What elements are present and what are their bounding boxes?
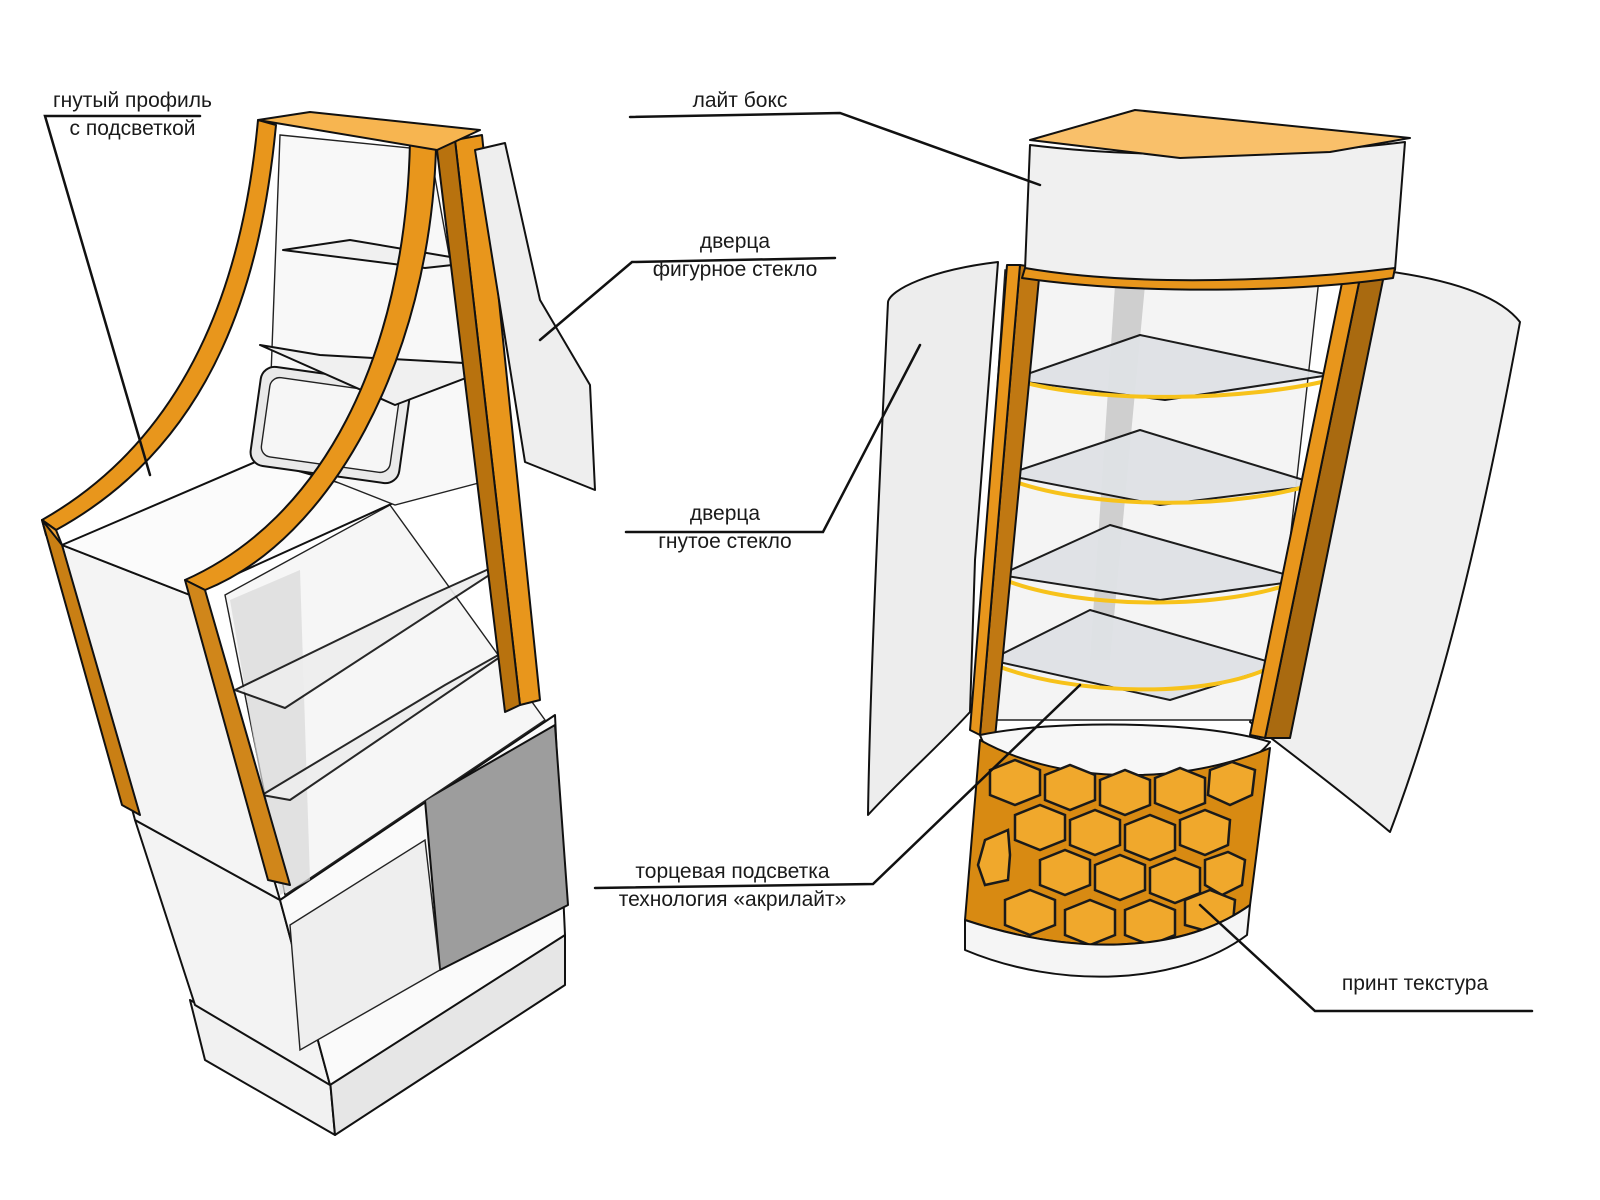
- left-cabinet-top-cap: [257, 111, 481, 151]
- left-cabinet-front-post: [184, 579, 291, 886]
- leader-print-texture: [1198, 903, 1534, 1013]
- label-print-texture: принт текстура: [1330, 970, 1500, 998]
- lightbox-orange-band: [1021, 267, 1396, 291]
- base-plinth: [964, 904, 1251, 978]
- left-cabinet-left-post: [41, 519, 141, 816]
- leader-edge-light: [593, 683, 1082, 890]
- left-cabinet-figured-door: [474, 142, 596, 491]
- right-cabinet: [867, 109, 1521, 978]
- led-strip-4: [994, 663, 1276, 692]
- lightbox-top: [1029, 109, 1411, 159]
- leader-bent-profile: [43, 114, 202, 477]
- label-bent-profile: гнутый профиль с подсветкой: [40, 87, 225, 143]
- leader-lines: [43, 111, 1534, 1013]
- leader-door-bent: [624, 343, 922, 534]
- label-lightbox-line1: лайт бокс: [692, 89, 788, 112]
- label-door-figured-line1: дверца: [699, 230, 771, 253]
- left-cabinet-sliding-door: [424, 724, 569, 971]
- honeycomb-pattern: [976, 758, 1257, 947]
- left-cabinet-sliding-door-inner: [289, 838, 441, 1052]
- led-strip-3: [1004, 578, 1301, 605]
- label-edge-light-line2: технология «акрилайт»: [618, 888, 847, 911]
- leader-lightbox: [628, 111, 1042, 187]
- left-cabinet: [41, 111, 596, 1136]
- led-strip-2: [1009, 478, 1321, 505]
- label-door-bent-line2: гнутое стекло: [658, 530, 792, 553]
- label-print-texture-line1: принт текстура: [1341, 972, 1489, 995]
- label-door-figured-line2: фигурное стекло: [652, 258, 818, 281]
- left-cabinet-inner-glass: [230, 570, 310, 895]
- label-bent-profile-line1: гнутый профиль: [53, 89, 212, 112]
- leader-door-figured: [538, 256, 837, 342]
- led-strip-1: [1014, 378, 1331, 399]
- right-cabinet-right-door: [1249, 267, 1521, 833]
- label-door-bent: дверца гнутое стекло: [630, 500, 820, 556]
- label-bent-profile-line2: с подсветкой: [69, 117, 196, 140]
- label-edge-light-line1: торцевая подсветка: [635, 860, 830, 883]
- label-door-figured: дверца фигурное стекло: [630, 228, 840, 284]
- right-cabinet-left-door: [867, 261, 999, 816]
- lightbox-body: [1024, 141, 1406, 284]
- label-lightbox: лайт бокс: [660, 87, 820, 115]
- label-door-bent-line1: дверца: [689, 502, 761, 525]
- label-edge-light: торцевая подсветка технология «акрилайт»: [595, 858, 870, 914]
